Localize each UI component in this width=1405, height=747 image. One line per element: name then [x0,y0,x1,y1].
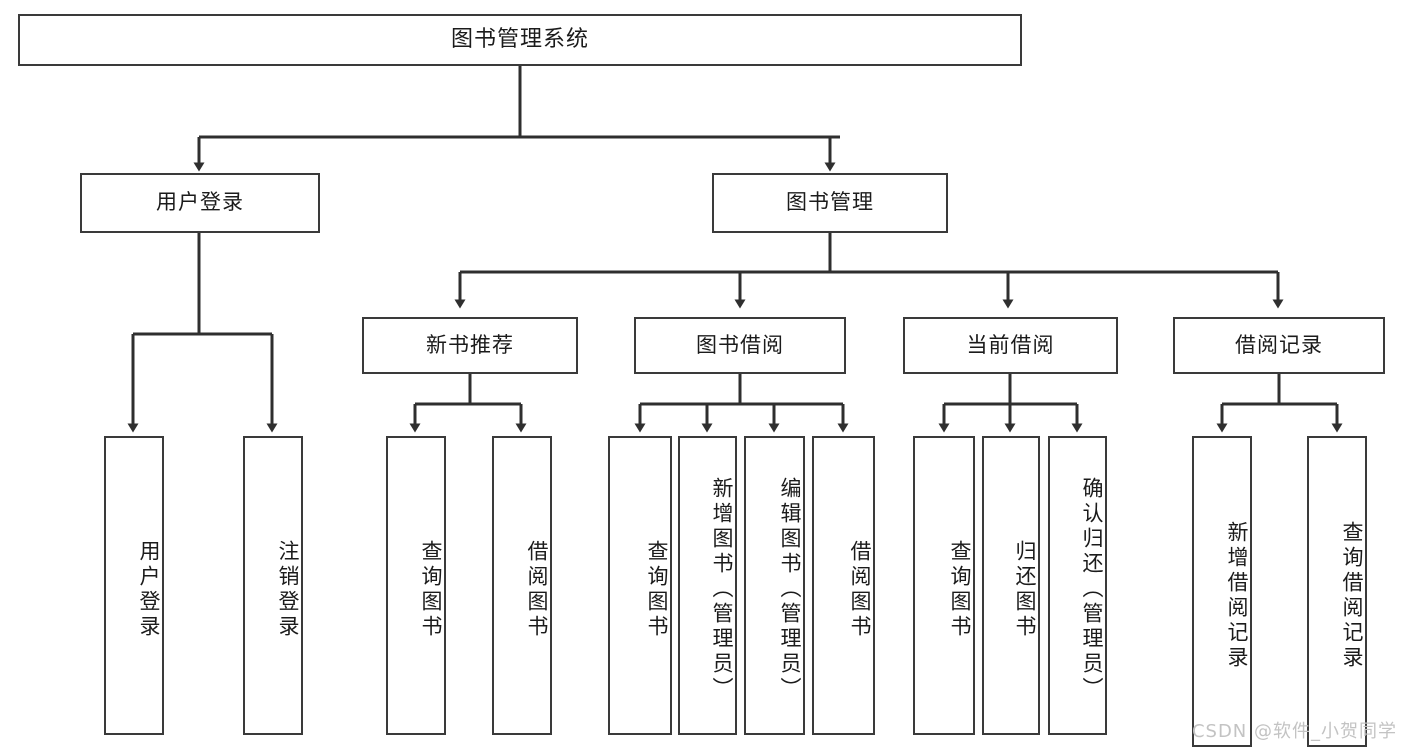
node-label: 图书借阅 [696,332,784,357]
node-label: 归还图书 [1013,539,1037,640]
leaf-add-borrow-record[interactable]: 新增借阅记录 [1192,436,1252,747]
leaf-query-book-borrow[interactable]: 查询图书 [608,436,672,735]
node-label: 编辑图书（管理员） [778,477,802,702]
node-label: 用户登录 [156,190,244,215]
node-label: 图书管理系统 [450,26,589,52]
node-label: 查询借阅记录 [1340,520,1364,671]
leaf-confirm-return-admin[interactable]: 确认归还（管理员） [1048,436,1107,735]
leaf-return-book[interactable]: 归还图书 [982,436,1040,735]
node-root-book-management-system[interactable]: 图书管理系统 [18,14,1022,66]
leaf-borrow-book[interactable]: 借阅图书 [812,436,875,735]
node-book-borrow[interactable]: 图书借阅 [634,317,846,374]
node-label: 借阅记录 [1235,332,1323,357]
leaf-query-book-current[interactable]: 查询图书 [913,436,975,735]
node-book-management[interactable]: 图书管理 [712,173,948,233]
node-label: 查询图书 [645,539,669,640]
node-label: 当前借阅 [966,332,1055,357]
node-label: 图书管理 [786,190,874,215]
node-user-login[interactable]: 用户登录 [80,173,320,233]
node-current-borrow[interactable]: 当前借阅 [903,317,1118,374]
node-label: 查询图书 [419,539,443,640]
watermark-text: CSDN @软件_小贺同学 [1191,721,1397,742]
node-label: 新增图书（管理员） [710,477,734,702]
leaf-add-book-admin[interactable]: 新增图书（管理员） [678,436,737,735]
node-new-book-recommend[interactable]: 新书推荐 [362,317,578,374]
node-label: 新增借阅记录 [1225,520,1249,671]
node-label: 用户登录 [137,539,161,640]
node-borrow-record[interactable]: 借阅记录 [1173,317,1385,374]
leaf-edit-book-admin[interactable]: 编辑图书（管理员） [744,436,805,735]
node-label: 借阅图书 [848,539,872,640]
leaf-query-borrow-record[interactable]: 查询借阅记录 [1307,436,1367,747]
node-label: 注销登录 [276,539,300,640]
leaf-borrow-book-recommend[interactable]: 借阅图书 [492,436,552,735]
node-label: 新书推荐 [426,332,514,357]
node-label: 借阅图书 [525,539,549,640]
node-label: 查询图书 [948,539,972,640]
leaf-query-book-recommend[interactable]: 查询图书 [386,436,446,735]
leaf-user-login[interactable]: 用户登录 [104,436,164,735]
leaf-logout[interactable]: 注销登录 [243,436,303,735]
node-label: 确认归还（管理员） [1080,477,1104,702]
